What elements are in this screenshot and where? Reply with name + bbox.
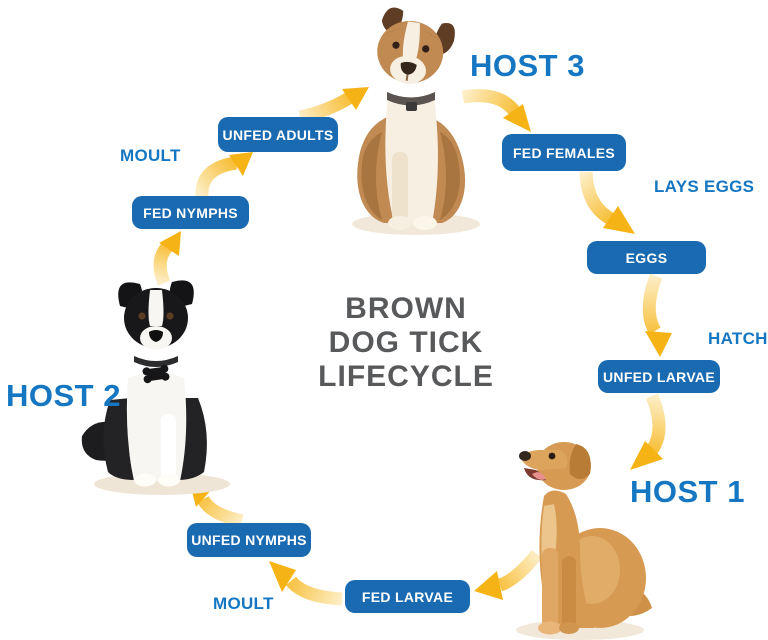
title-line-1: BROWN [345,292,467,325]
lays-eggs-label: LAYS EGGS [654,177,755,196]
arrow-fed-females-to-eggs [579,171,635,234]
arrow-unfed-adults-to-host3 [298,87,369,124]
host2-dog-illustration [81,280,230,495]
stage-pill-fed-females: FED FEMALES [502,134,626,171]
stage-pill-unfed-larvae: UNFED LARVAE [598,360,720,393]
bone-tag-icon [142,364,170,384]
title-line-3: LIFECYCLE [318,360,494,393]
diagram-title: BROWN DOG TICK LIFECYCLE [300,292,512,394]
hatch-label: HATCH [708,329,768,348]
arrow-host1-to-fed-larvae [474,549,543,600]
host1-label: HOST 1 [630,474,745,509]
stage-pill-eggs: EGGS [587,241,706,274]
arrow-fed-nymphs-to-unfed-adults [195,152,253,198]
host2-label: HOST 2 [6,378,121,413]
host3-dog-illustration [352,7,480,235]
arrow-unfed-larvae-to-host1 [630,393,666,470]
host1-dog-illustration [516,442,652,640]
arrow-eggs-to-unfed-larvae [642,273,672,357]
arrow-host3-to-fed-females [461,89,531,132]
arrow-fed-larvae-to-unfed-nymphs [269,561,343,606]
stage-pill-fed-nymphs: FED NYMPHS [132,196,249,229]
moult-bottom-label: MOULT [213,594,274,613]
host3-label: HOST 3 [470,48,585,83]
stage-pill-unfed-adults: UNFED ADULTS [218,117,338,152]
moult-top-label: MOULT [120,146,181,165]
arrow-host2-to-fed-nymphs [153,231,181,286]
title-line-2: DOG TICK [328,326,484,359]
stage-pill-unfed-nymphs: UNFED NYMPHS [187,523,311,557]
stage-pill-fed-larvae: FED LARVAE [345,580,470,613]
